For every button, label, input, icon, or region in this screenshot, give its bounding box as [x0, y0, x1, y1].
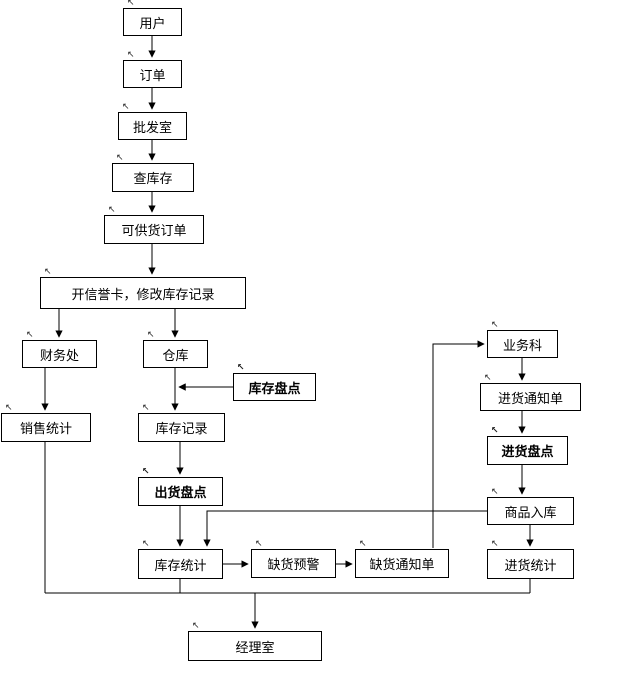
node-warehouse: ↖ 仓库: [143, 331, 208, 368]
anchor-icon: ↖: [491, 487, 499, 497]
anchor-icon: ↖: [484, 373, 492, 383]
node-shortage-warning-label: 缺货预警: [267, 558, 320, 573]
node-shortage-notice-label: 缺货通知单: [369, 558, 435, 573]
node-purchase-count-label: 进货盘点: [501, 445, 554, 460]
anchor-icon: ↖: [359, 539, 367, 549]
node-wholesale: ↖ 批发室: [118, 103, 187, 140]
node-credit-card: ↖ 开信誉卡，修改库存记录: [40, 268, 246, 309]
anchor-icon: ↖: [116, 153, 124, 163]
anchor-icon: ↖: [127, 0, 135, 8]
node-stock-record: ↖ 库存记录: [138, 404, 225, 442]
node-available-order: ↖ 可供货订单: [104, 206, 204, 244]
anchor-icon: ↖: [192, 621, 200, 631]
node-manager-label: 经理室: [235, 640, 275, 656]
node-finance: ↖ 财务处: [22, 331, 97, 368]
anchor-icon: ↖: [491, 320, 499, 330]
node-goods-inbound: ↖ 商品入库: [487, 488, 574, 525]
node-outbound-count: ↖ 出货盘点: [138, 468, 223, 506]
anchor-icon: ↖: [108, 205, 116, 215]
node-purchase-notice-label: 进货通知单: [497, 391, 563, 407]
anchor-icon: ↖: [255, 539, 263, 549]
node-business-label: 业务科: [502, 338, 542, 354]
node-manager: ↖ 经理室: [188, 622, 322, 661]
node-warehouse-label: 仓库: [162, 348, 189, 364]
node-stock-count-label: 库存盘点: [248, 381, 301, 397]
node-outbound-count-label: 出货盘点: [154, 486, 207, 501]
anchor-icon: ↖: [142, 539, 150, 549]
node-user: ↖ 用户: [123, 0, 182, 36]
node-credit-card-label: 开信誉卡，修改库存记录: [71, 287, 215, 303]
node-goods-inbound-label: 商品入库: [504, 505, 557, 521]
node-purchase-stats-label: 进货统计: [504, 558, 557, 574]
anchor-icon: ↖: [122, 102, 130, 112]
node-purchase-notice: ↖ 进货通知单: [480, 374, 581, 411]
anchor-icon: ↖: [491, 539, 499, 549]
anchor-icon: ↖: [147, 330, 155, 340]
node-wholesale-label: 批发室: [132, 120, 172, 136]
node-stock-stats: ↖ 库存统计: [138, 540, 223, 579]
node-sales-stats: ↖ 销售统计: [1, 404, 91, 442]
anchor-icon: ↖: [44, 267, 52, 277]
node-shortage-notice: ↖ 缺货通知单: [355, 540, 449, 578]
anchor-icon: ↖: [237, 363, 245, 373]
node-shortage-warning: ↖ 缺货预警: [251, 540, 336, 578]
anchor-icon: ↖: [142, 403, 150, 413]
node-check-stock-label: 查库存: [133, 172, 173, 187]
anchor-icon: ↖: [5, 403, 13, 413]
node-order-label: 订单: [139, 68, 166, 84]
node-sales-stats-label: 销售统计: [19, 422, 72, 437]
anchor-icon: ↖: [26, 330, 34, 340]
node-business: ↖ 业务科: [487, 321, 558, 358]
edge-inbound-stockstats: [203, 510, 487, 547]
anchor-icon: ↖: [142, 467, 150, 477]
node-check-stock: ↖ 查库存: [112, 154, 194, 192]
node-purchase-stats: ↖ 进货统计: [487, 540, 574, 579]
node-stock-count: ↖ 库存盘点: [233, 364, 316, 401]
node-user-label: 用户: [139, 16, 166, 32]
node-finance-label: 财务处: [39, 348, 79, 364]
node-stock-stats-label: 库存统计: [154, 558, 207, 574]
node-available-order-label: 可供货订单: [121, 224, 187, 239]
edge-notice-business: [432, 340, 485, 548]
node-stock-record-label: 库存记录: [155, 422, 208, 437]
anchor-icon: ↖: [127, 50, 135, 60]
anchor-icon: ↖: [491, 426, 499, 436]
node-order: ↖ 订单: [123, 51, 182, 88]
node-purchase-count: ↖ 进货盘点: [487, 427, 568, 465]
